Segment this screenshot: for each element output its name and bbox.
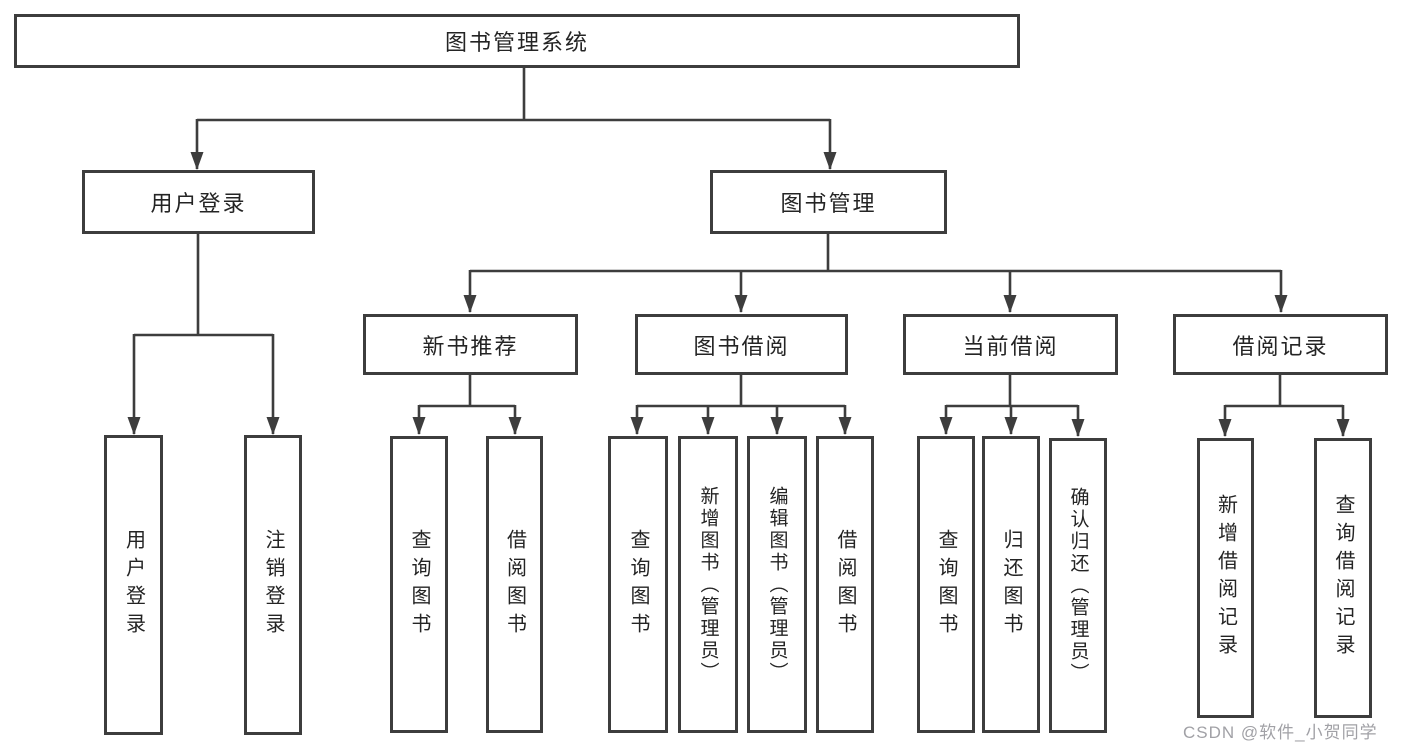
leaf-borrow-books-2: 借阅图书 bbox=[816, 436, 874, 733]
leaf-confirm-return-admin: 确认归还（管理员） bbox=[1049, 438, 1107, 733]
node-library-management-system: 图书管理系统 bbox=[14, 14, 1020, 68]
connector-current-borrow bbox=[946, 375, 1078, 408]
leaf-edit-books-admin: 编辑图书（管理员） bbox=[747, 436, 807, 733]
connector-user-login bbox=[134, 233, 273, 337]
watermark: CSDN @软件_小贺同学 bbox=[1183, 723, 1378, 742]
connector-root-trunk bbox=[197, 68, 830, 122]
leaf-query-books-1: 查询图书 bbox=[390, 436, 448, 733]
connector-book-mgmt bbox=[470, 234, 1281, 273]
node-new-book-recommend: 新书推荐 bbox=[363, 314, 578, 375]
connector-borrow-record bbox=[1225, 375, 1343, 408]
node-borrowing-records: 借阅记录 bbox=[1173, 314, 1388, 375]
node-user-login: 用户登录 bbox=[82, 170, 315, 234]
connector-book-borrow bbox=[637, 375, 845, 408]
leaf-add-books-admin: 新增图书（管理员） bbox=[678, 436, 738, 733]
leaf-add-borrow-record: 新增借阅记录 bbox=[1197, 438, 1254, 718]
node-book-management: 图书管理 bbox=[710, 170, 947, 234]
leaf-query-borrow-record: 查询借阅记录 bbox=[1314, 438, 1372, 718]
leaf-query-books-2: 查询图书 bbox=[608, 436, 668, 733]
connector-new-book bbox=[419, 375, 515, 408]
leaf-logout: 注销登录 bbox=[244, 435, 302, 735]
leaf-borrow-books-1: 借阅图书 bbox=[486, 436, 543, 733]
leaf-return-books: 归还图书 bbox=[982, 436, 1040, 733]
leaf-user-login: 用户登录 bbox=[104, 435, 163, 735]
node-current-borrowing: 当前借阅 bbox=[903, 314, 1118, 375]
node-book-borrowing: 图书借阅 bbox=[635, 314, 848, 375]
leaf-query-books-3: 查询图书 bbox=[917, 436, 975, 733]
